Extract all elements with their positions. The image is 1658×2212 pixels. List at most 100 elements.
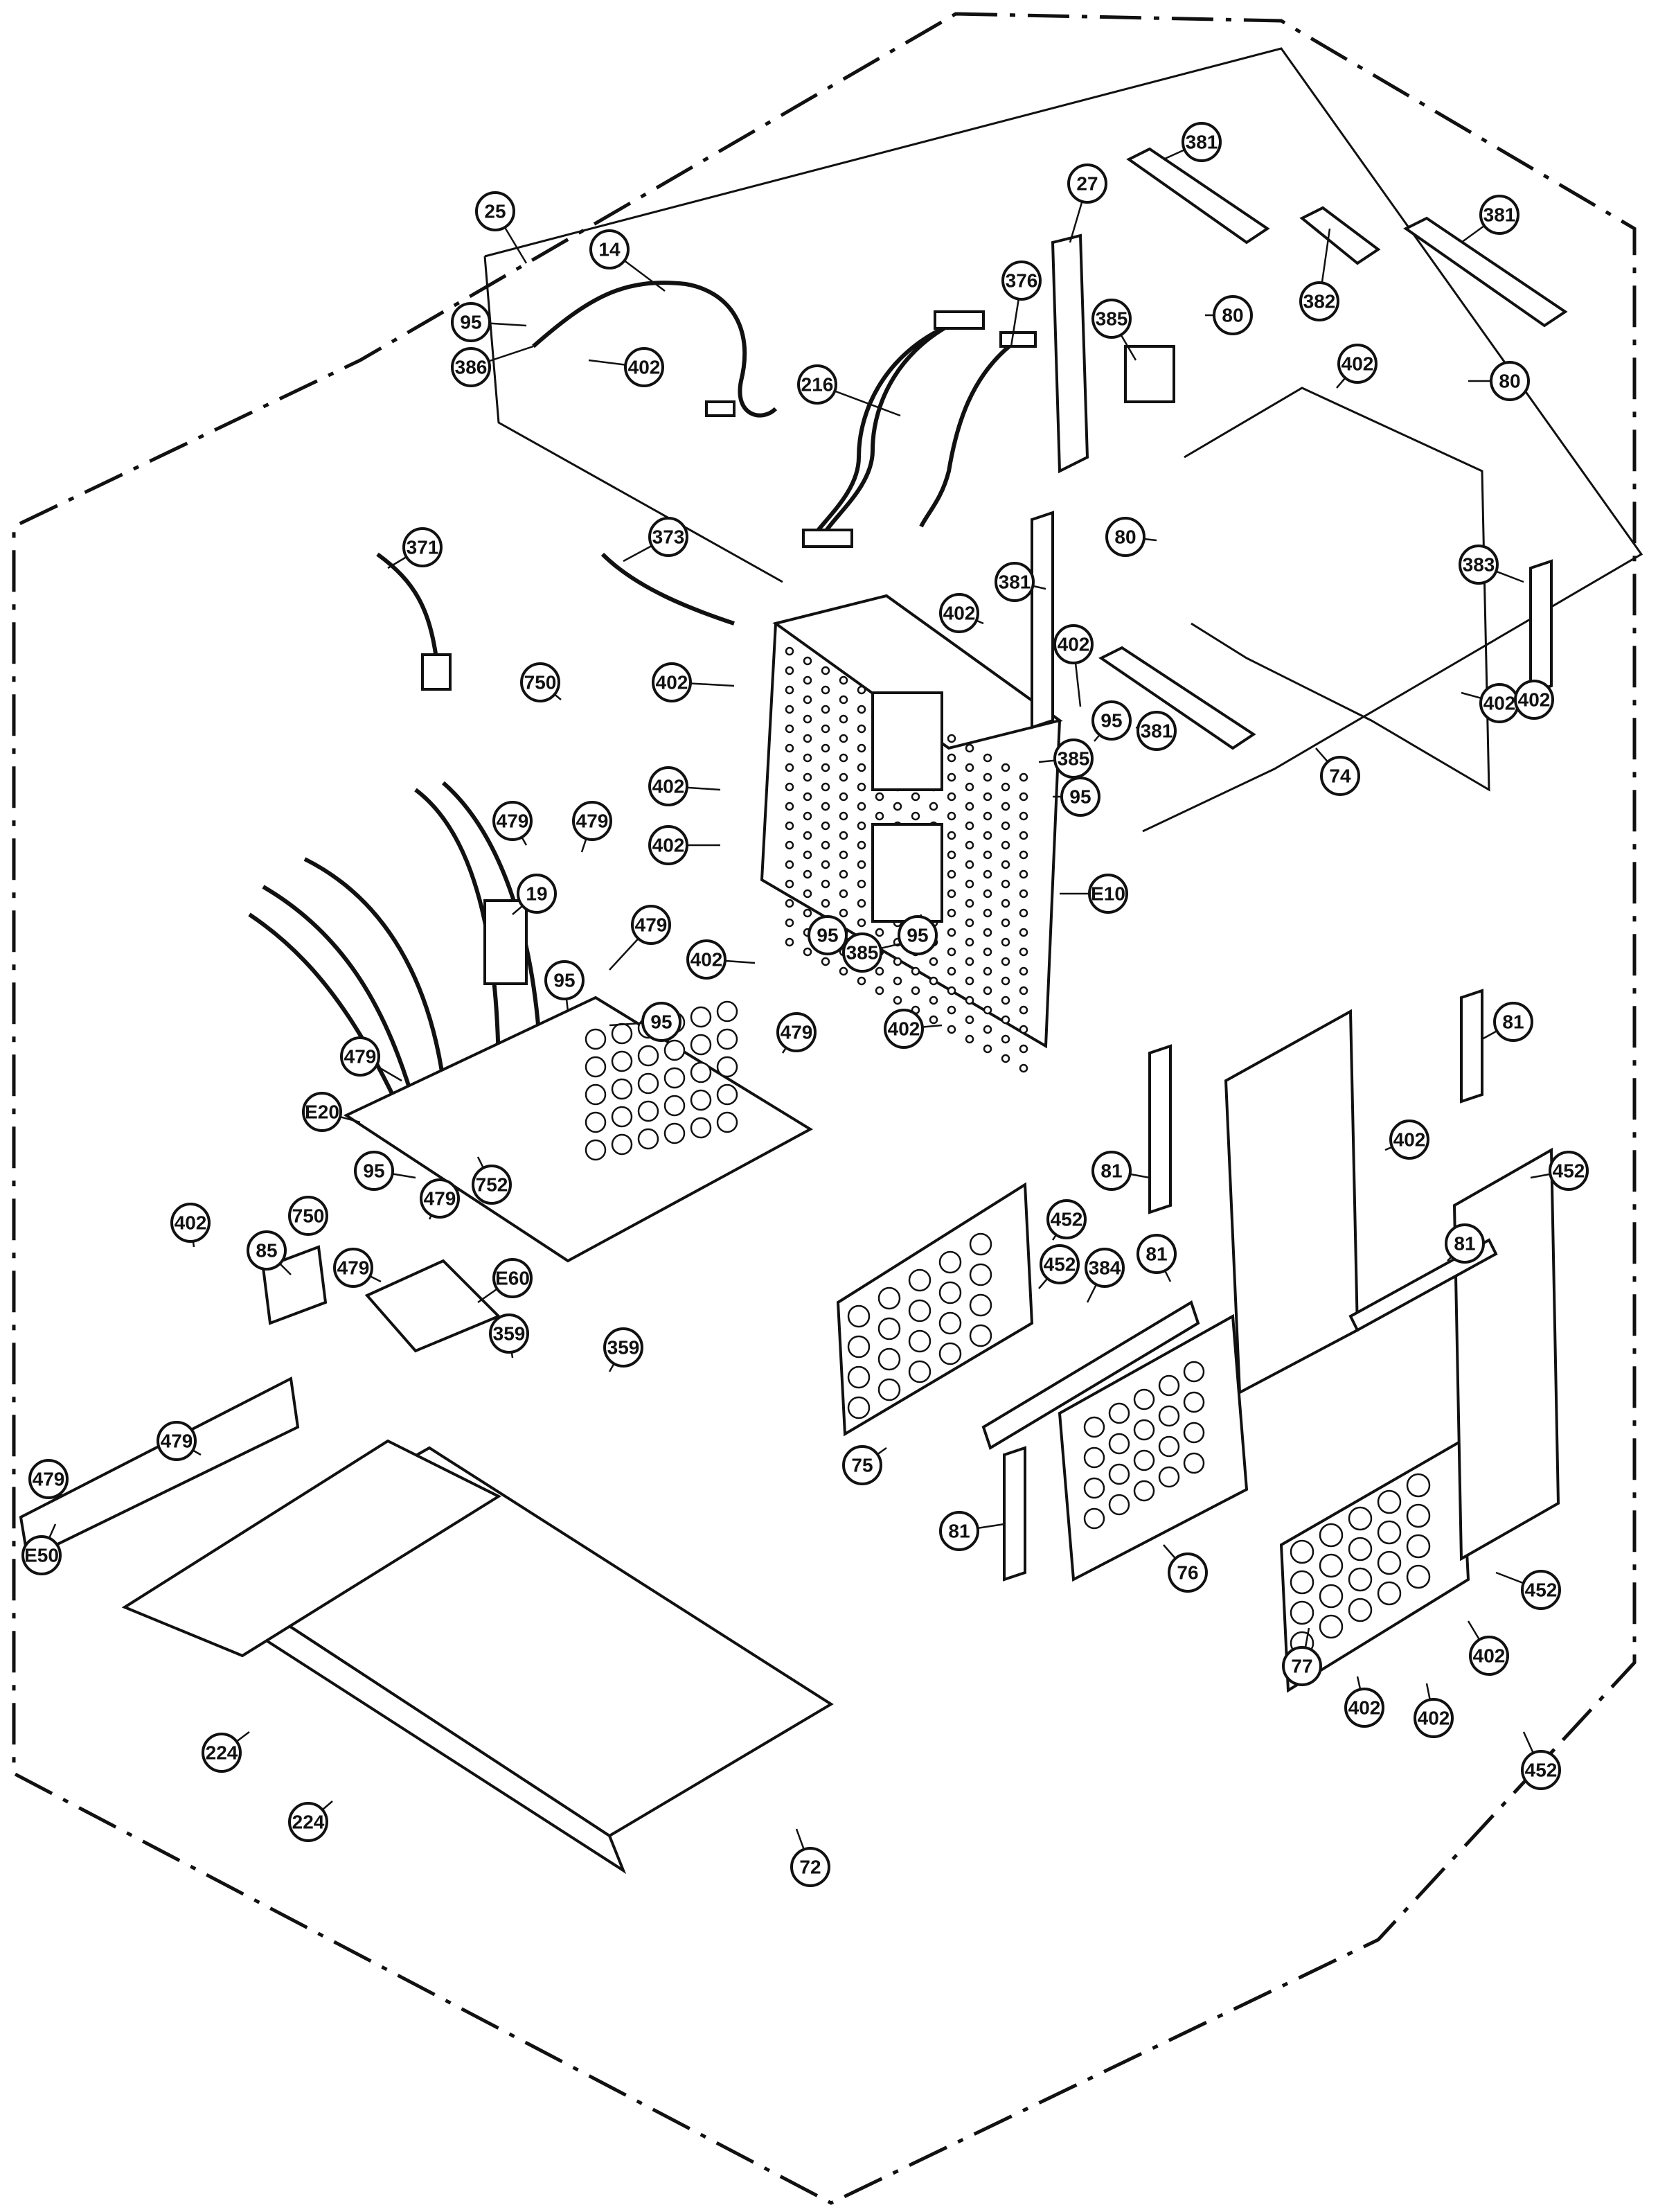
hole	[1019, 1005, 1028, 1015]
hole	[1108, 1433, 1130, 1455]
hole	[663, 1095, 686, 1117]
hole	[969, 1293, 992, 1317]
callout-circle	[1040, 1244, 1080, 1284]
hole	[847, 1304, 871, 1328]
hole	[821, 957, 830, 966]
hole	[877, 1286, 901, 1310]
hole	[585, 1111, 607, 1133]
callout-number: 373	[652, 527, 685, 548]
callout-452: 452	[1046, 1199, 1087, 1239]
callout-number: 452	[1051, 1209, 1083, 1230]
hole	[1001, 1034, 1010, 1044]
callout-circle	[842, 932, 882, 973]
hole	[893, 996, 902, 1005]
hole	[969, 1232, 992, 1256]
hole	[875, 986, 884, 996]
hole	[947, 753, 956, 763]
hole	[965, 976, 974, 986]
callout-383: 383	[1459, 545, 1499, 585]
callout-circle	[939, 593, 979, 633]
hole	[965, 957, 974, 966]
hole	[785, 860, 794, 869]
hole	[1406, 1564, 1431, 1589]
hole	[839, 792, 848, 802]
callout-circle	[492, 1258, 533, 1298]
hole	[911, 792, 920, 802]
hole	[965, 996, 974, 1005]
callout-number: 85	[256, 1240, 277, 1262]
callout-number: 81	[948, 1521, 970, 1542]
callout-e60: E60	[492, 1258, 533, 1298]
callout-number: 80	[1114, 527, 1136, 548]
hole	[983, 850, 992, 860]
hole	[983, 1044, 992, 1054]
callout-95: 95	[354, 1151, 394, 1191]
callout-number: 81	[1454, 1233, 1475, 1255]
hole	[785, 666, 794, 675]
callout-circle	[1136, 711, 1177, 751]
callout-number: 402	[1483, 693, 1516, 714]
callout-number: 19	[526, 883, 547, 905]
callout-479: 479	[776, 1012, 817, 1052]
callout-81: 81	[1091, 1151, 1132, 1191]
callout-number: 382	[1303, 291, 1336, 312]
callout-circle	[1389, 1120, 1429, 1160]
hole	[1001, 782, 1010, 792]
av-terminal-board-e20	[343, 996, 813, 1263]
callout-circle	[1344, 1688, 1384, 1728]
callout-72: 72	[790, 1847, 830, 1887]
callout-circle	[1337, 344, 1378, 384]
hole	[857, 802, 866, 811]
strip-81-a	[1148, 1044, 1172, 1214]
callout-80: 80	[1213, 295, 1253, 335]
ferrite-core-19	[483, 899, 528, 985]
callout-number: 76	[1177, 1562, 1198, 1584]
callout-402: 402	[1514, 680, 1554, 720]
callout-circle	[1459, 545, 1499, 585]
hole	[1083, 1446, 1105, 1469]
hole	[947, 966, 956, 976]
callout-359: 359	[489, 1313, 529, 1354]
callout-number: 402	[1418, 1708, 1450, 1729]
cable-373	[600, 552, 735, 626]
rear-plate-75-holes	[847, 1232, 992, 1419]
callout-402: 402	[1479, 683, 1519, 723]
callout-circle	[402, 527, 443, 567]
callout-circle	[797, 364, 837, 405]
hole	[929, 976, 938, 986]
callout-circle	[603, 1327, 643, 1368]
callout-circle	[1182, 122, 1222, 162]
hole	[821, 879, 830, 889]
callout-number: E20	[305, 1101, 339, 1123]
callout-385: 385	[842, 932, 882, 973]
hole	[611, 1050, 633, 1072]
hole	[839, 889, 848, 899]
hole	[857, 976, 866, 986]
board-e60	[364, 1259, 501, 1353]
hole	[947, 811, 956, 821]
bar-381-right	[1403, 216, 1568, 328]
hole	[785, 685, 794, 695]
callout-number: 452	[1044, 1254, 1076, 1275]
hole	[857, 879, 866, 889]
hole	[857, 840, 866, 850]
callout-402: 402	[1414, 1698, 1454, 1738]
callout-circle	[1060, 777, 1100, 817]
callout-number: 95	[907, 925, 928, 946]
callout-81: 81	[1136, 1234, 1177, 1274]
hole	[690, 1034, 712, 1056]
callout-number: 224	[206, 1742, 238, 1764]
callout-381: 381	[995, 562, 1035, 602]
hole	[857, 724, 866, 734]
hole	[947, 1025, 956, 1034]
hole	[803, 792, 812, 802]
hole	[637, 1045, 659, 1067]
callout-circle	[288, 1802, 328, 1842]
bar-382	[1299, 206, 1381, 265]
hole	[947, 869, 956, 879]
bar-381-lower	[1098, 646, 1256, 750]
callout-circle	[1136, 1234, 1177, 1274]
hole	[947, 947, 956, 957]
callout-circle	[1549, 1151, 1589, 1191]
